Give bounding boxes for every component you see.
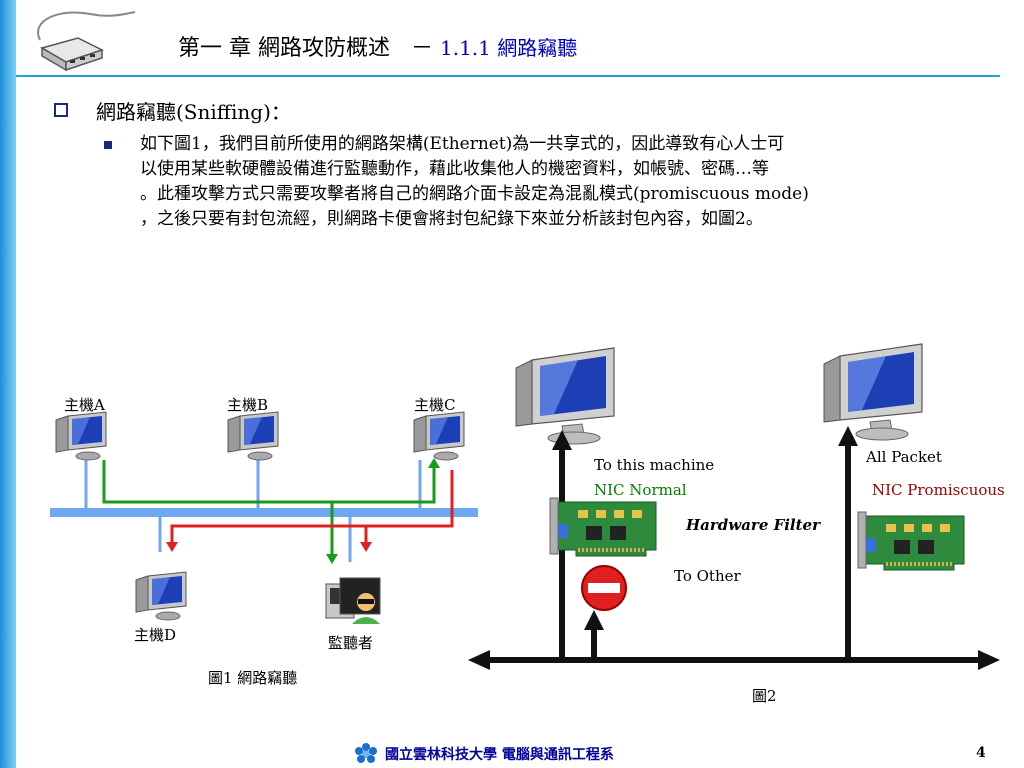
figure2-caption: 圖2 <box>752 687 777 705</box>
computer-icon <box>55 411 107 461</box>
paragraph-line: 以使用某些軟硬體設備進行監聽動作，藉此收集他人的機密資料，如帳號、密碼…等 <box>140 159 769 179</box>
bullet-heading: 網路竊聽(Sniffing)： <box>96 100 291 124</box>
page-number: 4 <box>976 745 986 761</box>
body-paragraph: 如下圖1，我們目前所使用的網路架構(Ethernet)為一共享式的，因此導致有心… <box>140 132 990 232</box>
nic-card-icon <box>856 510 966 572</box>
nic-normal-label: NIC Normal <box>594 481 687 499</box>
all-packet-label: All Packet <box>866 448 942 466</box>
computer-icon <box>823 343 923 441</box>
university-logo-icon <box>355 743 377 763</box>
computer-icon <box>515 347 615 445</box>
paragraph-line: ，之後只要有封包流經，則網路卡便會將封包紀錄下來並分析該封包內容，如圖2。 <box>140 209 763 229</box>
host-d-label: 主機D <box>134 626 177 644</box>
slide-subtitle: 1.1.1 網路竊聽 <box>440 36 578 60</box>
host-a-label: 主機A <box>64 396 105 414</box>
no-entry-icon <box>581 565 627 611</box>
to-other-label: To Other <box>674 567 741 585</box>
sub-bullet-icon <box>104 141 112 149</box>
computer-icon <box>135 571 187 621</box>
footer-text: 國立雲林科技大學 電腦與通訊工程系 <box>385 747 614 763</box>
slide-title: 第一 章 網路攻防概述 － 1.1.1 網路竊聽 <box>178 36 578 61</box>
listener-user-icon <box>325 577 381 624</box>
network-device-logo <box>37 11 136 72</box>
title-divider <box>16 75 1000 77</box>
listener-label: 監聽者 <box>328 634 374 652</box>
nic-promiscuous-label: NIC Promiscuous <box>872 481 1005 499</box>
nic-card-icon <box>548 496 658 558</box>
paragraph-line: 如下圖1，我們目前所使用的網路架構(Ethernet)為一共享式的，因此導致有心… <box>140 134 785 154</box>
computer-icon <box>413 411 465 461</box>
figure1-caption: 圖1 網路竊聽 <box>208 669 298 687</box>
paragraph-line: 。此種攻擊方式只需要攻擊者將自己的網路介面卡設定為混亂模式(promiscuou… <box>140 184 809 204</box>
network-bus <box>50 508 478 517</box>
host-c-label: 主機C <box>414 396 456 414</box>
bullet-square-icon <box>54 103 68 117</box>
left-accent-bar <box>0 0 16 768</box>
to-this-machine-label: To this machine <box>594 456 715 474</box>
hardware-filter-label: Hardware Filter <box>686 516 821 534</box>
computer-icon <box>227 411 279 461</box>
host-b-label: 主機B <box>227 396 269 414</box>
